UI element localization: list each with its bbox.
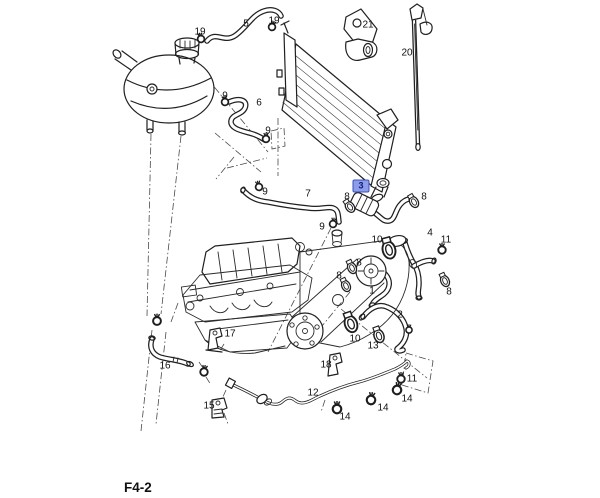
part-callout-6[interactable]: 6 — [256, 97, 262, 109]
part-callout-14[interactable]: 14 — [401, 393, 413, 405]
part-callout-14[interactable]: 14 — [377, 402, 389, 414]
part-callout-18[interactable]: 18 — [320, 359, 332, 371]
hose-6 — [226, 97, 268, 143]
part-callout-9[interactable]: 9 — [222, 90, 228, 102]
pipe-12 — [224, 359, 411, 406]
radiator-mount-bracket-21 — [343, 8, 378, 61]
part-callout-14[interactable]: 14 — [339, 411, 351, 423]
hose-3-selected-part — [349, 192, 414, 224]
hose-4 — [399, 237, 437, 301]
bracket-18 — [327, 352, 343, 377]
valve-15 — [211, 397, 228, 419]
part-callout-7[interactable]: 7 — [305, 188, 311, 200]
part-callout-5[interactable]: 5 — [243, 18, 249, 30]
part-callout-19[interactable]: 19 — [194, 26, 206, 38]
part-callout-20[interactable]: 20 — [401, 47, 413, 59]
part-callout-9[interactable]: 9 — [319, 221, 325, 233]
part-callout-1[interactable]: 1 — [369, 285, 375, 297]
part-callout-15[interactable]: 15 — [203, 400, 215, 412]
part-callout-8[interactable]: 8 — [344, 191, 350, 203]
part-callout-13[interactable]: 13 — [367, 340, 379, 352]
leader-lines — [140, 76, 434, 432]
hose-7 — [240, 186, 342, 225]
hose-16 — [148, 335, 194, 368]
part-callout-2[interactable]: 2 — [397, 309, 403, 321]
part-callout-19[interactable]: 19 — [268, 15, 280, 27]
part-callout-10[interactable]: 10 — [371, 234, 383, 246]
fastening-strip-20 — [409, 3, 433, 152]
part-callout-17[interactable]: 17 — [224, 328, 236, 340]
part-callout-16[interactable]: 16 — [159, 360, 171, 372]
part-callout-9[interactable]: 9 — [262, 186, 268, 198]
bracket-17 — [205, 327, 223, 353]
expansion-tank — [112, 37, 215, 136]
part-callout-8[interactable]: 8 — [446, 286, 452, 298]
part-callout-21[interactable]: 21 — [362, 19, 374, 31]
selected-part-callout-3[interactable]: 3 — [352, 179, 370, 193]
figure-code: F4-2 — [124, 480, 152, 495]
part-callout-8[interactable]: 8 — [421, 191, 427, 203]
part-callout-10[interactable]: 10 — [349, 333, 361, 345]
part-callout-11[interactable]: 11 — [406, 373, 418, 385]
radiator — [276, 20, 399, 203]
part-callout-9[interactable]: 9 — [265, 125, 271, 137]
part-callout-8[interactable]: 8 — [336, 270, 342, 282]
part-callout-8[interactable]: 8 — [356, 257, 362, 269]
part-callout-11[interactable]: 11 — [440, 234, 452, 246]
engine — [180, 229, 410, 354]
hose-5 — [204, 7, 284, 44]
part-callout-4[interactable]: 4 — [427, 227, 433, 239]
part-callout-12[interactable]: 12 — [307, 387, 319, 399]
